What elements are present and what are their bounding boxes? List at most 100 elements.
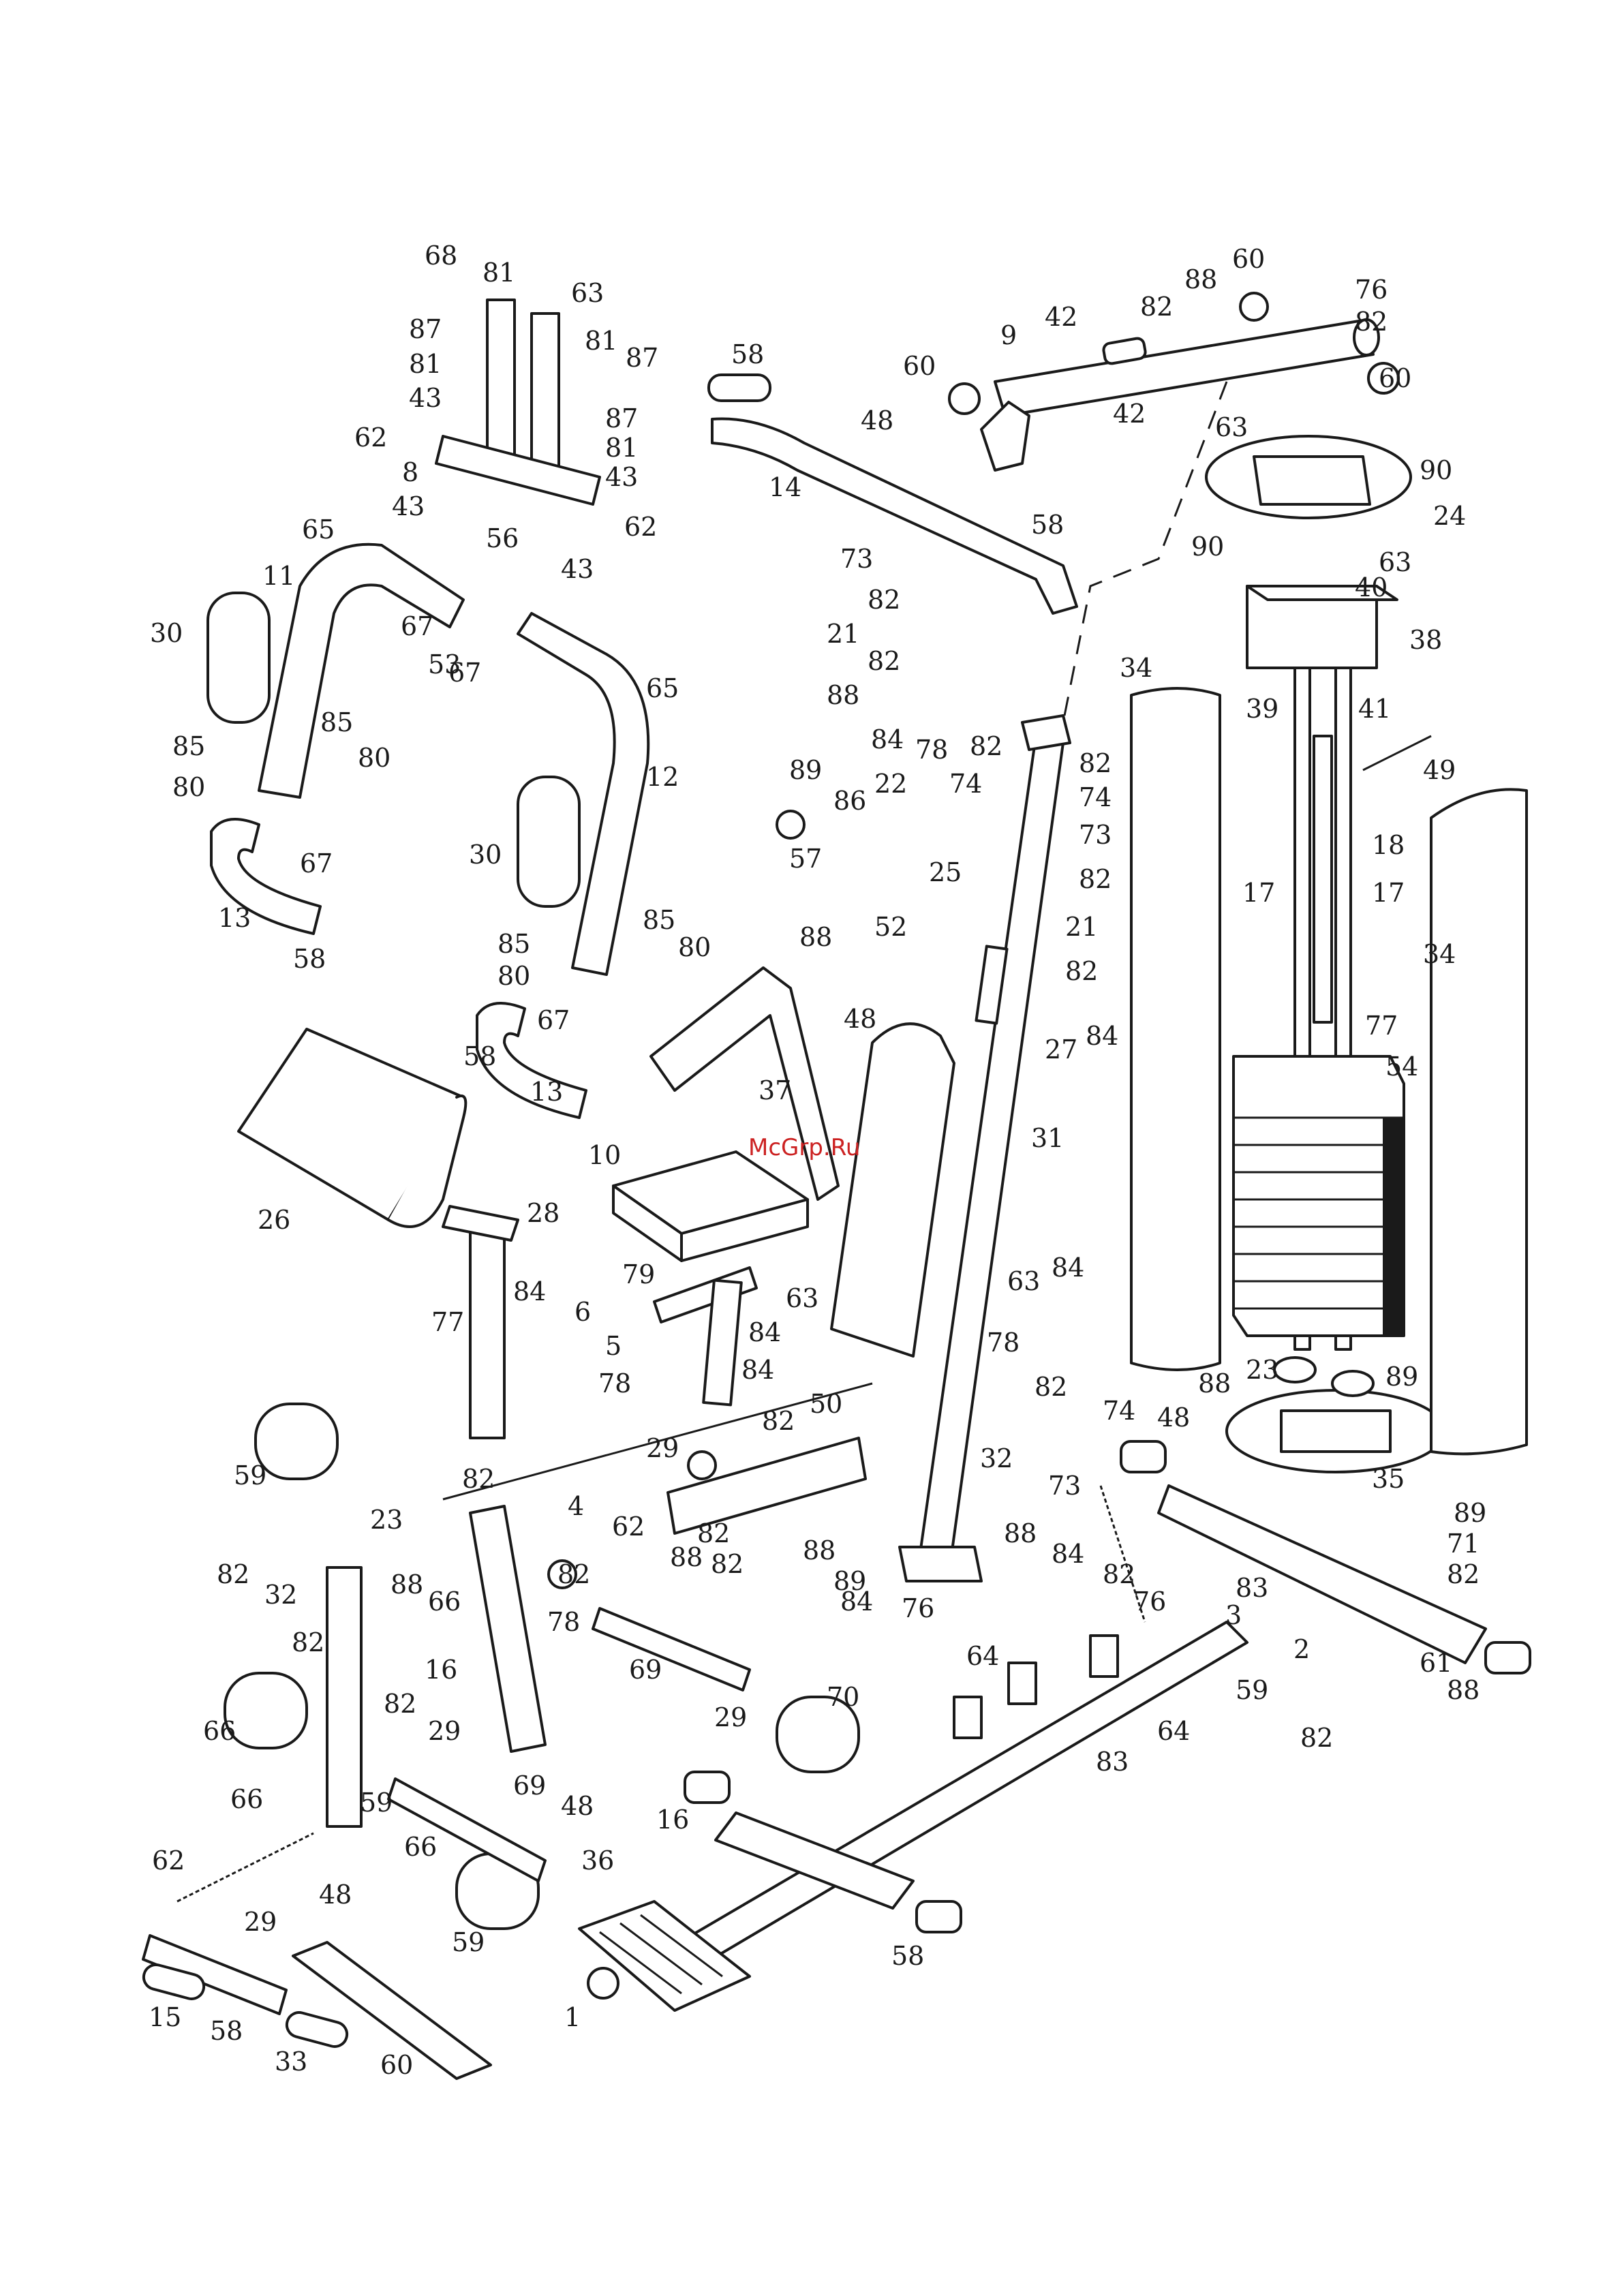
part-label: 16 (656, 1805, 689, 1835)
part-label: 37 (759, 1075, 791, 1105)
part-label: 87 (409, 314, 442, 344)
part-label: 57 (789, 844, 822, 874)
part-label: 84 (741, 1355, 774, 1385)
part-label: 58 (210, 2016, 243, 2046)
part-label: 64 (1157, 1716, 1190, 1746)
part-label: 82 (697, 1518, 730, 1548)
part-label: 88 (827, 680, 859, 710)
part-label: 59 (234, 1460, 266, 1490)
part-label: 63 (571, 278, 604, 308)
part-label: 56 (486, 523, 519, 553)
part-label: 49 (1423, 755, 1456, 785)
part-label: 54 (1385, 1052, 1418, 1082)
part-label: 82 (762, 1406, 795, 1436)
weight-stack (1232, 585, 1432, 1397)
part-label: 87 (605, 403, 638, 433)
part-label: 80 (358, 743, 390, 773)
part-label: 71 (1447, 1529, 1480, 1559)
part-label: 73 (840, 544, 873, 574)
part-label: 84 (748, 1317, 781, 1347)
part-label: 64 (966, 1641, 999, 1671)
part-label: 60 (1379, 363, 1411, 393)
part-label: 85 (320, 707, 353, 737)
part-label: 63 (1379, 547, 1411, 577)
part-label: 88 (1198, 1368, 1231, 1398)
part-label: 69 (629, 1655, 662, 1685)
part-label: 88 (803, 1535, 836, 1565)
part-label: 70 (827, 1682, 859, 1712)
part-label: 77 (431, 1307, 464, 1337)
seat-frame-tube (667, 1437, 867, 1535)
part-label: 17 (1372, 878, 1405, 908)
part-label: 58 (731, 339, 764, 369)
part-label: 82 (462, 1464, 495, 1494)
press-arm-left (258, 542, 465, 799)
part-label: 89 (1385, 1362, 1418, 1392)
part-label: 29 (714, 1702, 747, 1732)
part-label: 82 (1079, 864, 1112, 894)
part-label: 69 (513, 1771, 546, 1801)
part-label: 88 (1184, 264, 1217, 294)
bottom-plate (1225, 1389, 1446, 1473)
preacher-pad (237, 1028, 468, 1228)
part-label: 62 (612, 1512, 645, 1542)
part-label: 82 (1065, 956, 1098, 986)
part-label: 73 (1079, 820, 1112, 850)
part-label: 23 (1246, 1355, 1278, 1385)
part-label: 23 (370, 1505, 403, 1535)
part-label: 67 (448, 658, 481, 688)
part-label: 76 (1355, 275, 1388, 305)
part-label: 82 (868, 646, 900, 676)
part-label: 76 (1133, 1587, 1166, 1617)
part-label: 85 (497, 929, 530, 959)
part-label: 62 (354, 423, 387, 453)
part-label: 80 (678, 932, 711, 962)
part-label: 65 (646, 673, 679, 703)
part-label: 32 (264, 1580, 297, 1610)
part-label: 34 (1120, 653, 1152, 683)
pulleys (547, 292, 1400, 2000)
part-label: 8 (402, 457, 418, 487)
leg-arm-4 (469, 1505, 547, 1753)
part-label: 59 (360, 1788, 393, 1818)
part-label: 2 (1293, 1634, 1310, 1664)
part-label: 66 (230, 1784, 263, 1814)
part-label: 88 (390, 1570, 423, 1599)
part-label: 59 (452, 1927, 485, 1957)
part-label: 84 (871, 724, 904, 754)
part-label: 27 (1045, 1035, 1077, 1065)
part-label: 63 (1215, 412, 1248, 442)
part-label: 11 (262, 561, 295, 591)
shroud-left (1130, 687, 1221, 1371)
seat (612, 1150, 809, 1262)
part-label: 78 (598, 1368, 631, 1398)
part-label: 78 (547, 1607, 580, 1637)
part-label: 80 (497, 961, 530, 991)
top-beam (980, 318, 1380, 472)
part-label: 17 (1242, 878, 1275, 908)
part-label: 30 (150, 618, 183, 648)
part-label: 43 (605, 462, 638, 492)
part-label: 82 (1300, 1723, 1333, 1753)
part-label: 62 (624, 512, 657, 542)
part-label: 21 (827, 619, 859, 649)
part-label: 1 (564, 2002, 581, 2032)
part-label: 40 (1355, 572, 1388, 602)
part-label: 36 (581, 1846, 614, 1876)
part-label: 31 (1031, 1123, 1064, 1153)
press-arm-right (517, 612, 650, 976)
part-label: 4 (568, 1491, 584, 1521)
part-label: 43 (409, 383, 442, 413)
part-label: 74 (1079, 782, 1112, 812)
part-label: 61 (1420, 1648, 1452, 1678)
part-label: 66 (428, 1587, 461, 1617)
part-label: 43 (561, 554, 594, 584)
part-label: 12 (646, 762, 679, 792)
part-label: 74 (1103, 1396, 1135, 1426)
part-label: 84 (513, 1276, 546, 1306)
top-bracket (435, 299, 601, 506)
part-label: 42 (1113, 399, 1146, 429)
part-label: 82 (1103, 1559, 1135, 1589)
part-label: 62 (152, 1846, 185, 1876)
part-label: 78 (987, 1328, 1020, 1358)
